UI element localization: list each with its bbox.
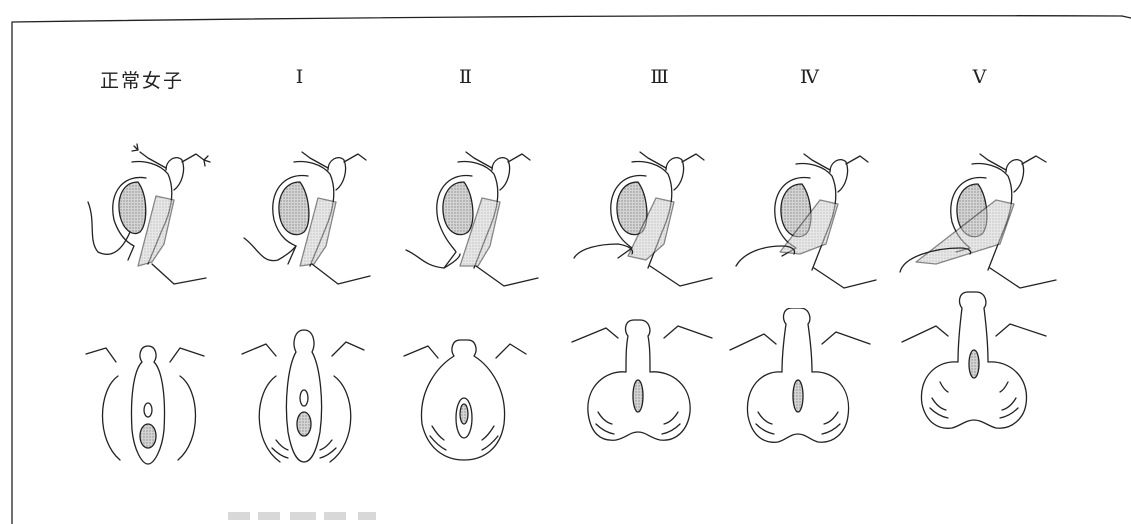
external-diagram-stage-III (566, 316, 716, 456)
sagittal-diagram-stage-III (570, 140, 740, 290)
external-diagram-stage-V (896, 290, 1056, 440)
scan-artifact-marks (228, 510, 488, 524)
external-diagram-stage-IV (724, 308, 874, 458)
stage-label-normal: 正常女子 (72, 66, 212, 93)
stage-label-III: Ⅲ (590, 66, 730, 88)
sagittal-diagram-stage-II (400, 140, 560, 290)
external-diagram-normal (80, 340, 220, 470)
sagittal-diagram-normal (78, 140, 228, 290)
external-diagram-stage-I (236, 322, 376, 472)
stage-label-V: Ⅴ (910, 66, 1050, 88)
stage-label-I: Ⅰ (230, 66, 370, 88)
stage-label-IV: Ⅳ (740, 66, 880, 88)
sagittal-diagram-stage-IV (730, 140, 900, 290)
external-diagram-stage-II (398, 330, 538, 470)
sagittal-diagram-stage-I (238, 140, 398, 290)
stage-label-II: Ⅱ (396, 66, 536, 88)
sagittal-diagram-stage-V (896, 140, 1086, 290)
